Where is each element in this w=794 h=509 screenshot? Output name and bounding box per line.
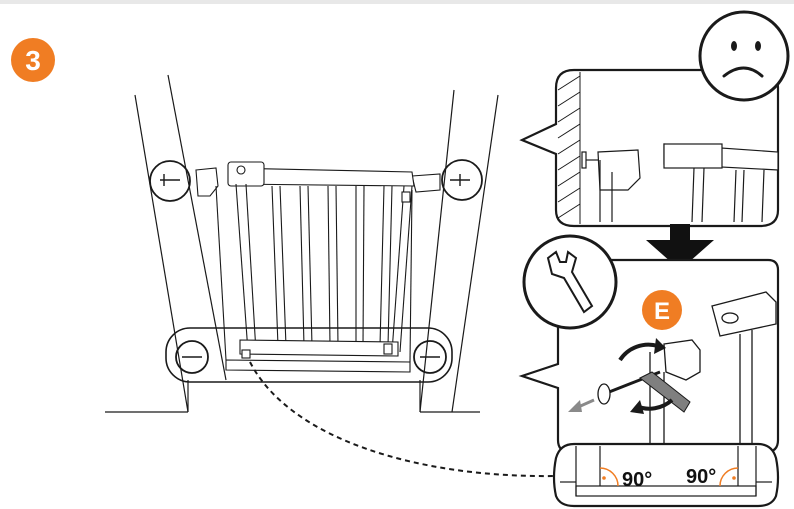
sad-face-icon [698,10,790,102]
step-number: 3 [25,45,41,76]
safety-gate [195,161,441,373]
step-letter: E [654,298,670,325]
pressure-points [149,159,483,383]
top-strip [0,0,794,4]
step-letter-badge: E [642,290,682,330]
wrench-icon [546,250,594,314]
angle-right: 90° [686,466,716,488]
angle-left: 90° [622,469,652,491]
wrench-tool-badge [522,234,618,330]
dashed-leader [249,361,556,478]
down-arrow-icon [646,224,714,270]
step-badge: 3 [11,38,55,82]
door-frame [105,74,499,413]
bottom-detail-panel: 90° 90° [552,442,780,508]
direction-arrow-icon [568,398,595,412]
